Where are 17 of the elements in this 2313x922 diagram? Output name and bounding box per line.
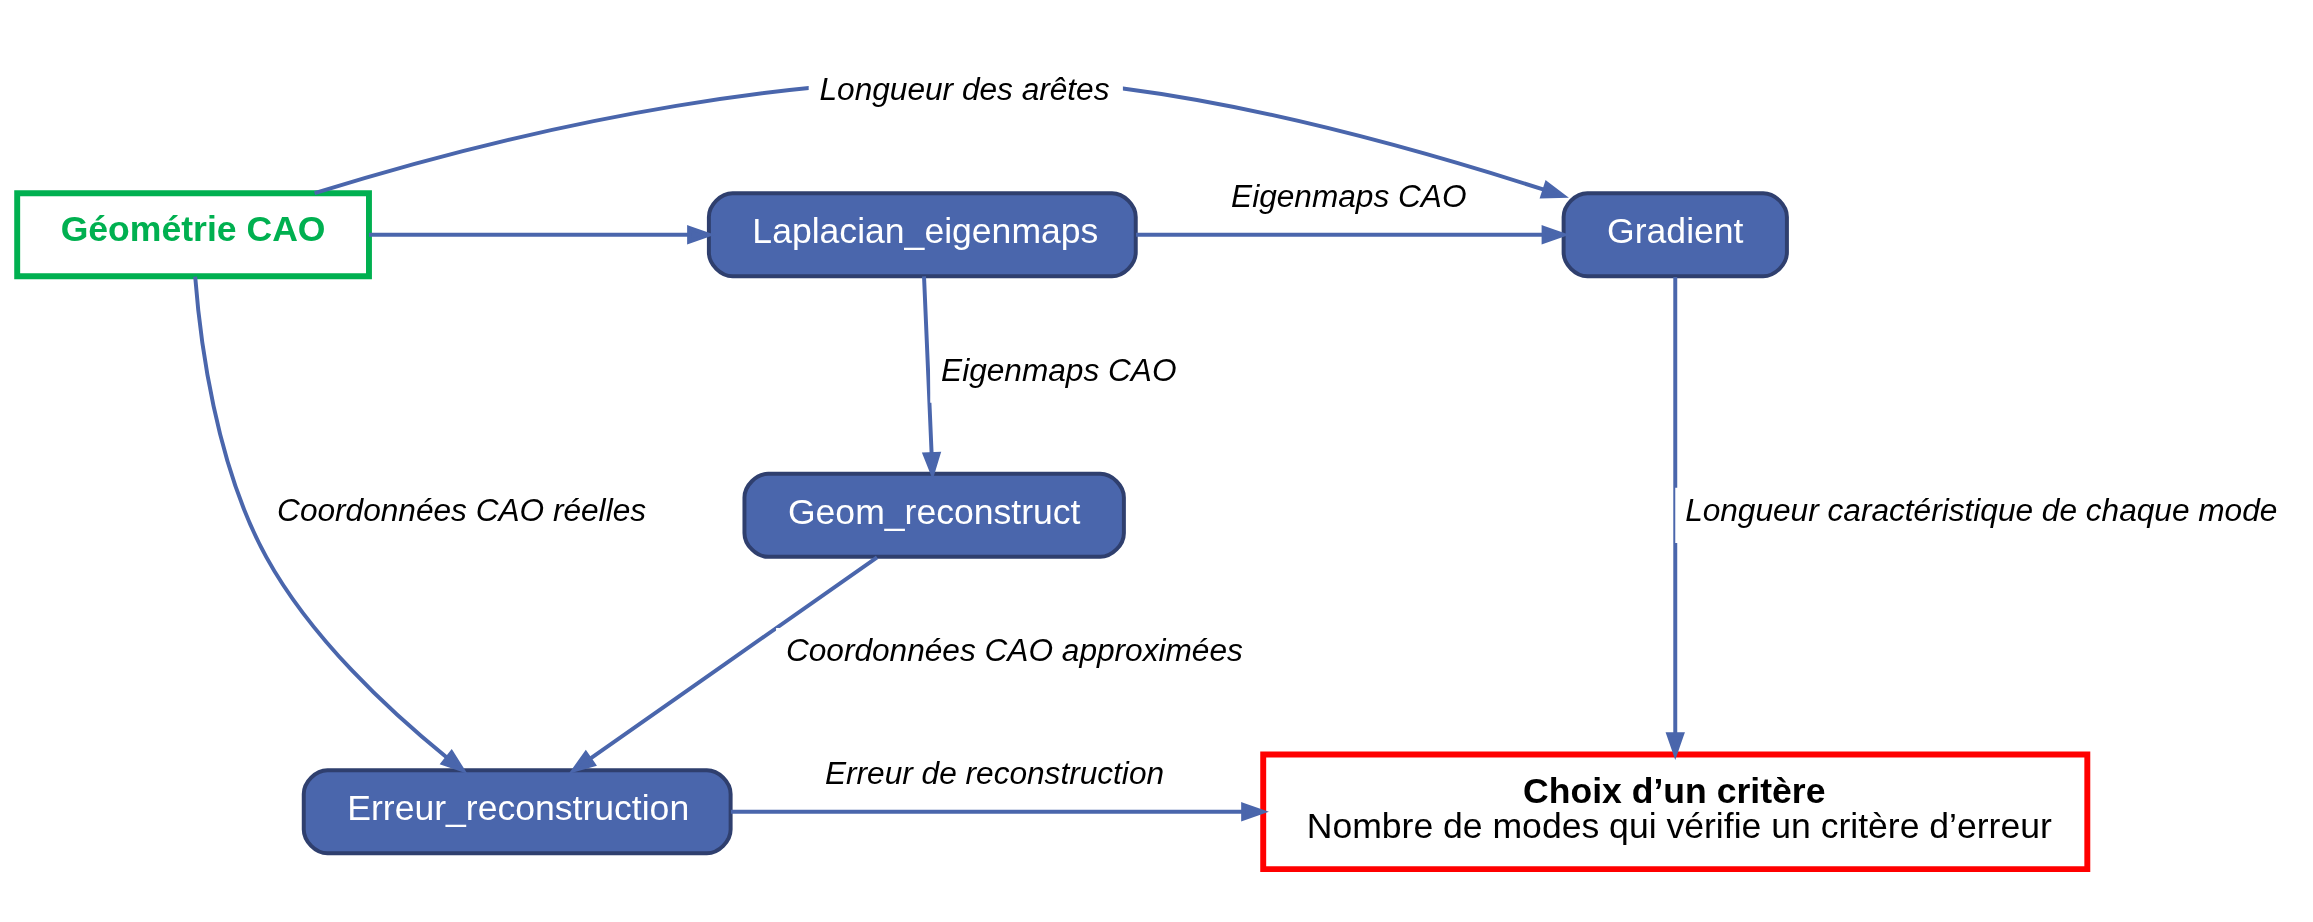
edge-label: Coordonnées CAO approximées bbox=[785, 632, 1243, 669]
node-box: Geom_reconstruct bbox=[742, 471, 1126, 559]
arrow bbox=[730, 802, 1269, 822]
edge-label: Longueur des arêtes bbox=[819, 70, 1110, 107]
arrow bbox=[568, 555, 879, 774]
edge-label: Longueur caractéristique de chaque mode bbox=[1685, 491, 2278, 528]
edge-label: Erreur de reconstruction bbox=[824, 754, 1165, 791]
edge-label: Eigenmaps CAO bbox=[1231, 177, 1467, 214]
edge-label: Coordonnées CAO réelles bbox=[277, 491, 647, 528]
node-box: Choix d’un critère Nombre de modes qui vérifie un critère d’erreur bbox=[1260, 751, 2091, 873]
arrow bbox=[193, 276, 468, 774]
node-box: Erreur_reconstruction bbox=[301, 768, 733, 856]
node-box: Gradient bbox=[1561, 191, 1789, 279]
edge-label: Eigenmaps CAO bbox=[941, 351, 1177, 388]
arrow bbox=[1665, 277, 1685, 760]
node-box: Laplacian_eigenmaps bbox=[706, 191, 1138, 279]
node-box: Géométrie CAO bbox=[14, 190, 372, 280]
